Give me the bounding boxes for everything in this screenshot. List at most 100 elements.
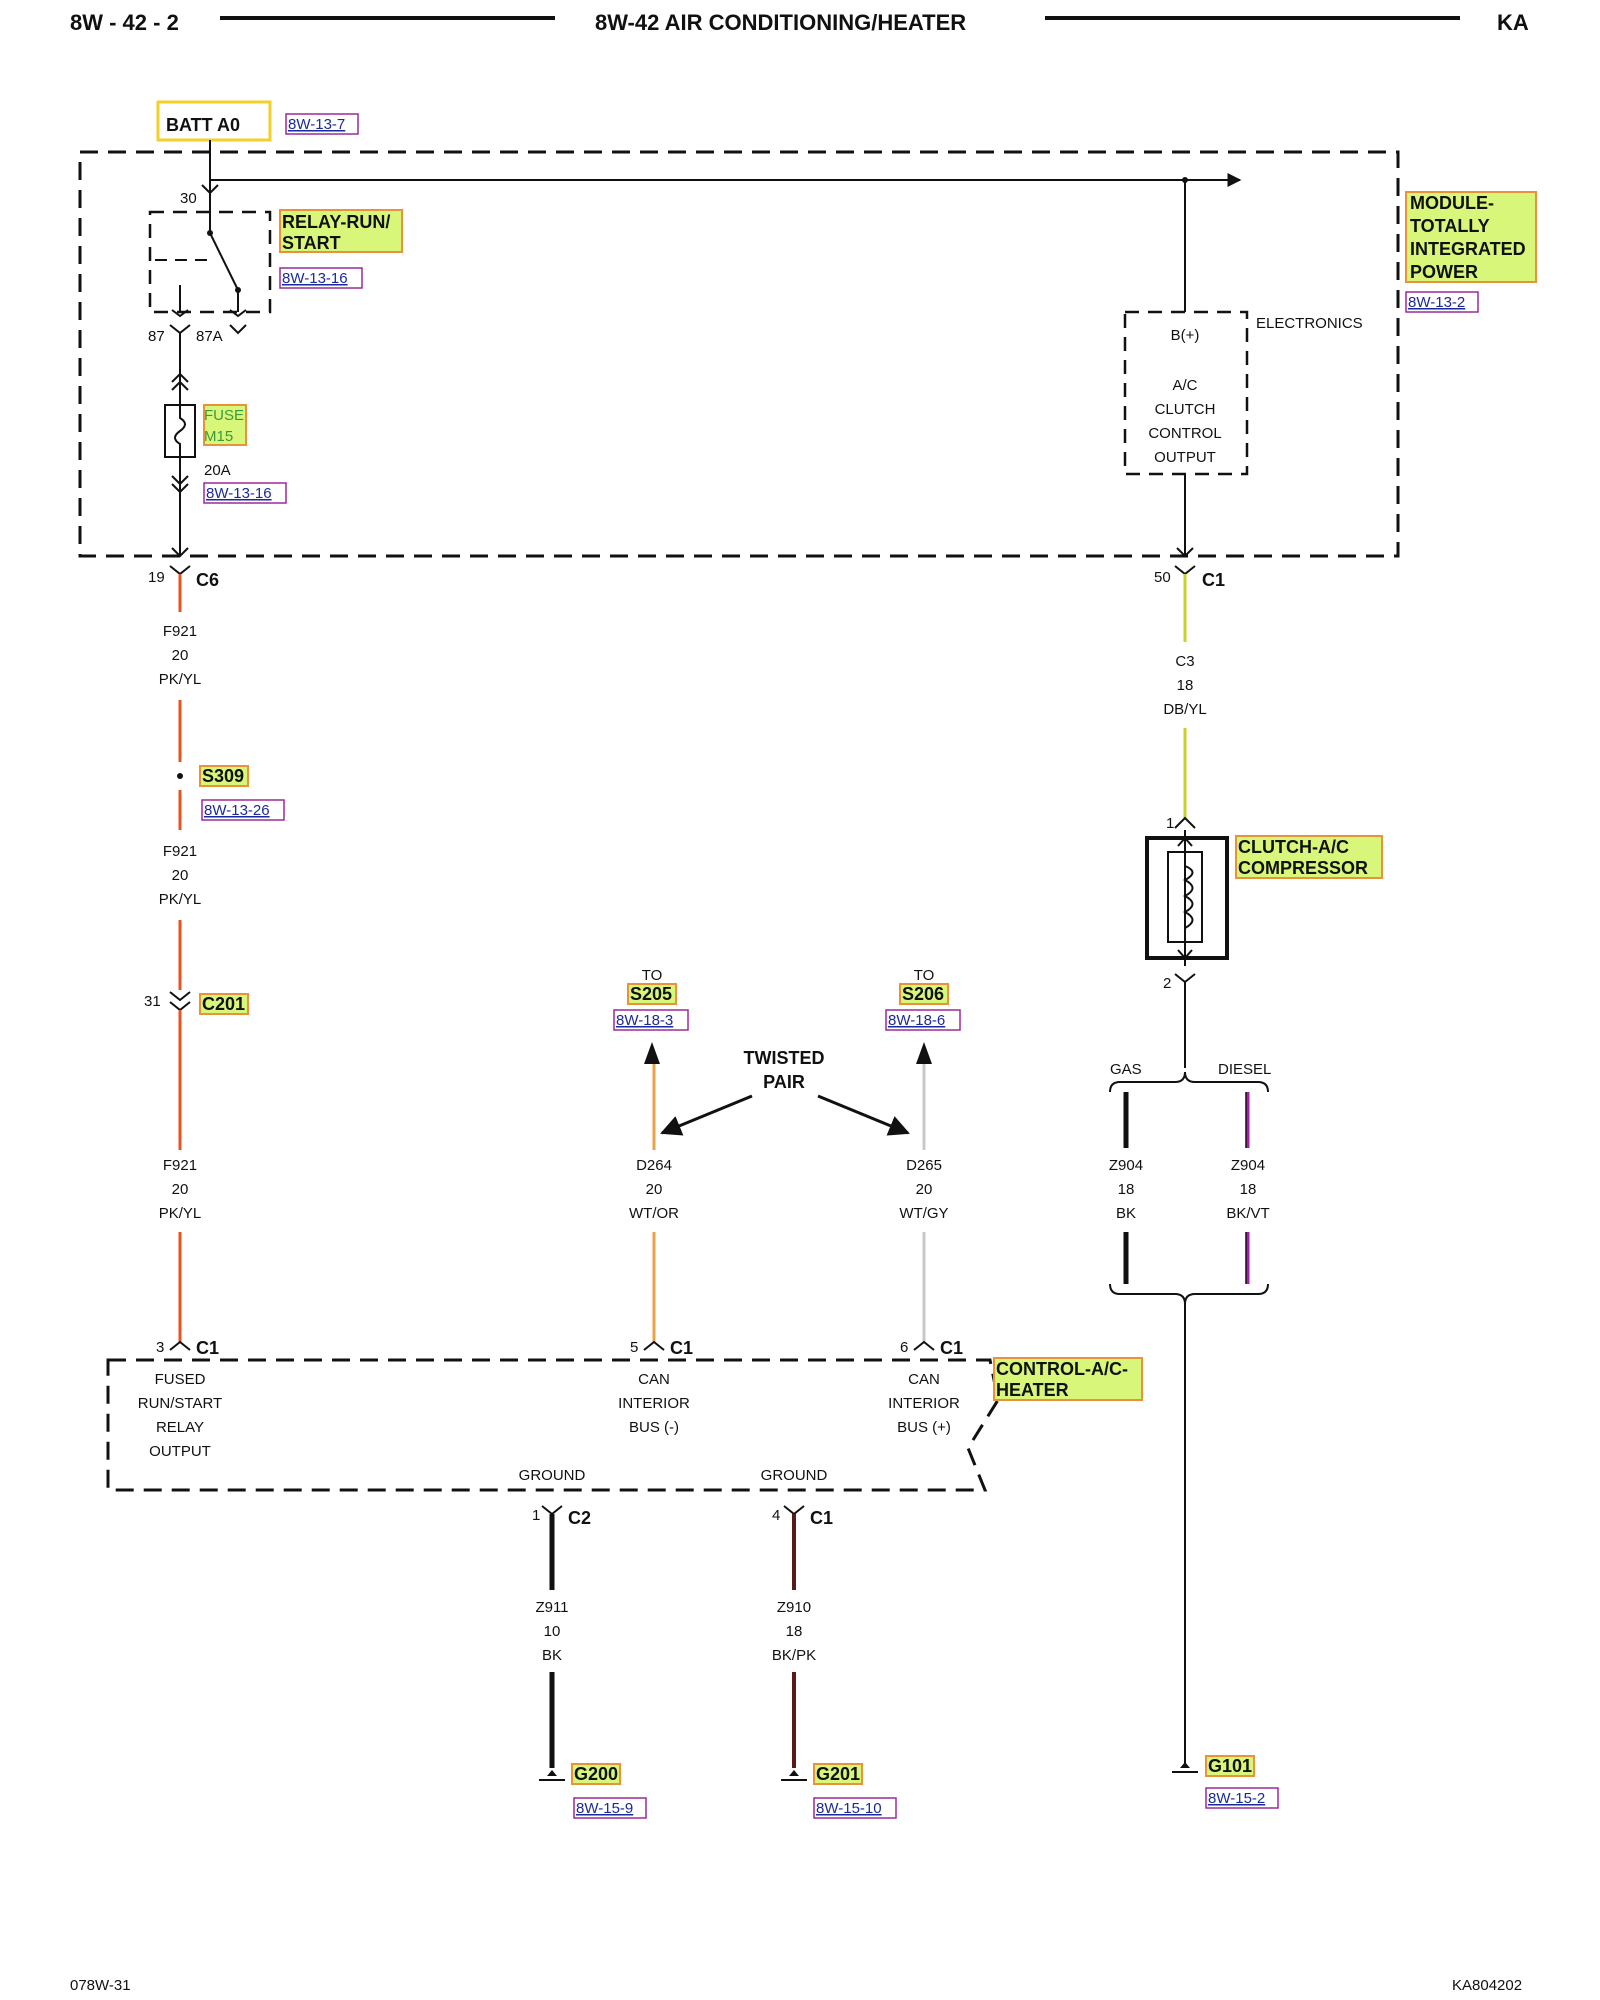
c3-gauge: 18 <box>1177 677 1194 694</box>
d264-gauge: 20 <box>646 1181 663 1198</box>
to-s206-ref[interactable]: 8W-18-6 <box>888 1012 945 1029</box>
z904-diesel-color: BK/VT <box>1226 1205 1269 1222</box>
twisted-pair-line-1: TWISTED <box>744 1048 825 1068</box>
wire2-gauge: 20 <box>172 867 189 884</box>
d265-circuit: D265 <box>906 1157 942 1174</box>
tipm-ref[interactable]: 8W-13-2 <box>1408 294 1465 311</box>
output-line-2: A/C <box>1172 377 1197 394</box>
relay-run-start: 30 RELAY-RUN/ START 8W-13-16 87 87A <box>148 184 403 345</box>
g201-label: G201 <box>816 1764 860 1784</box>
d265-color: WT/GY <box>899 1205 948 1222</box>
wire1-circuit: F921 <box>163 623 197 640</box>
fuse-label-line-2: M15 <box>204 428 233 445</box>
wire3-circuit: F921 <box>163 1157 197 1174</box>
output-line-4: CONTROL <box>1148 425 1221 442</box>
wire1-gauge: 20 <box>172 647 189 664</box>
g200-ref[interactable]: 8W-15-9 <box>576 1800 633 1817</box>
relay-label-line-2: START <box>282 233 341 253</box>
relay-label-line-1: RELAY-RUN/ <box>282 212 390 232</box>
pin-6-connector: C1 <box>940 1338 963 1358</box>
footer-right-code: KA804202 <box>1452 1977 1522 1994</box>
z904-gas-color: BK <box>1116 1205 1136 1222</box>
right-branch: 50 C1 C3 18 DB/YL 1 CLUTCH-A/C COMPRESSO… <box>1109 565 1383 1809</box>
ground-2-label: GROUND <box>761 1467 828 1484</box>
splice-ref[interactable]: 8W-13-26 <box>204 802 270 819</box>
z911-circuit: Z911 <box>535 1599 568 1616</box>
c3-circuit: C3 <box>1175 653 1194 670</box>
page-id: 8W - 42 - 2 <box>70 10 179 35</box>
pin-5-line-1: CAN <box>638 1371 670 1388</box>
page-header: 8W - 42 - 2 8W-42 AIR CONDITIONING/HEATE… <box>70 10 1529 35</box>
pin-3-line-3: RELAY <box>156 1419 204 1436</box>
wire1-color: PK/YL <box>159 671 202 688</box>
to-s205-prefix: TO <box>642 967 663 984</box>
z910-color: BK/PK <box>772 1647 816 1664</box>
page-title: 8W-42 AIR CONDITIONING/HEATER <box>595 10 966 35</box>
z910-circuit: Z910 <box>777 1599 811 1616</box>
d264-circuit: D264 <box>636 1157 672 1174</box>
pin-5-connector: C1 <box>670 1338 693 1358</box>
z910-gauge: 18 <box>786 1623 803 1640</box>
ground-g200: 1 C2 Z911 10 BK G200 8W-15-9 <box>532 1505 647 1819</box>
to-s205-label: S205 <box>630 984 672 1004</box>
output-line-1: B(+) <box>1171 327 1200 344</box>
pin-5-line-3: BUS (-) <box>629 1419 679 1436</box>
z911-color: BK <box>542 1647 562 1664</box>
gas-label: GAS <box>1110 1061 1142 1078</box>
relay-pin-87: 87 <box>148 328 165 345</box>
fuse-ref[interactable]: 8W-13-16 <box>206 485 272 502</box>
relay-ref[interactable]: 8W-13-16 <box>282 270 348 287</box>
g200-pin: 1 <box>532 1507 540 1524</box>
pin-3-connector: C1 <box>196 1338 219 1358</box>
g201-ref[interactable]: 8W-15-10 <box>816 1800 882 1817</box>
z904-diesel-circuit: Z904 <box>1231 1157 1265 1174</box>
g200-connector: C2 <box>568 1508 591 1528</box>
c6-connector: C6 <box>196 570 219 590</box>
battery-source: BATT A0 8W-13-7 <box>156 100 359 142</box>
d265-gauge: 20 <box>916 1181 933 1198</box>
control-label-line-1: CONTROL-A/C- <box>996 1359 1128 1379</box>
g101-ref[interactable]: 8W-15-2 <box>1208 1790 1265 1807</box>
pin-3-line-1: FUSED <box>155 1371 206 1388</box>
pin-5-line-2: INTERIOR <box>618 1395 690 1412</box>
pin-3: 3 <box>156 1339 164 1356</box>
electronics-label: ELECTRONICS <box>1256 315 1363 332</box>
twisted-pair-line-2: PAIR <box>763 1072 805 1092</box>
d264-color: WT/OR <box>629 1205 679 1222</box>
to-s206-prefix: TO <box>914 967 935 984</box>
diesel-label: DIESEL <box>1218 1061 1271 1078</box>
control-ac-heater-module: 3 C1 5 C1 6 C1 CONTROL-A/C- HEATER FUSED… <box>106 1338 1143 1492</box>
c3-color: DB/YL <box>1163 701 1206 718</box>
g201-pin: 4 <box>772 1507 780 1524</box>
battery-label: BATT A0 <box>166 115 240 135</box>
fuse-m15: FUSE M15 20A 8W-13-16 <box>164 333 287 558</box>
page-footer: 078W-31 KA804202 <box>70 1977 1522 1994</box>
tipm-label-line-3: INTEGRATED <box>1410 239 1526 259</box>
pin-5: 5 <box>630 1339 638 1356</box>
c1-connector-50: C1 <box>1202 570 1225 590</box>
battery-ref[interactable]: 8W-13-7 <box>288 116 345 133</box>
relay-pin-30: 30 <box>180 190 197 207</box>
ground-1-label: GROUND <box>519 1467 586 1484</box>
can-bus-twisted-pair: TO S205 8W-18-3 TO S206 8W-18-6 TWISTED … <box>613 967 961 1342</box>
clutch-label-line-2: COMPRESSOR <box>1238 858 1368 878</box>
tipm-module: MODULE- TOTALLY INTEGRATED POWER 8W-13-2… <box>78 140 1537 558</box>
g101-label: G101 <box>1208 1756 1252 1776</box>
pin-6-line-2: INTERIOR <box>888 1395 960 1412</box>
pin-3-line-4: OUTPUT <box>149 1443 211 1460</box>
c6-pin: 19 <box>148 569 165 586</box>
to-s205-ref[interactable]: 8W-18-3 <box>616 1012 673 1029</box>
model-code: KA <box>1497 10 1529 35</box>
control-label-line-2: HEATER <box>996 1380 1069 1400</box>
to-s206-label: S206 <box>902 984 944 1004</box>
clutch-label-line-1: CLUTCH-A/C <box>1238 837 1349 857</box>
wire3-gauge: 20 <box>172 1181 189 1198</box>
z904-gas-circuit: Z904 <box>1109 1157 1143 1174</box>
fuse-label-line-1: FUSE <box>204 407 244 424</box>
output-line-3: CLUTCH <box>1155 401 1216 418</box>
pin-6-line-1: CAN <box>908 1371 940 1388</box>
tipm-label-line-4: POWER <box>1410 262 1478 282</box>
z904-gas-gauge: 18 <box>1118 1181 1135 1198</box>
splice-s309: S309 <box>202 766 244 786</box>
